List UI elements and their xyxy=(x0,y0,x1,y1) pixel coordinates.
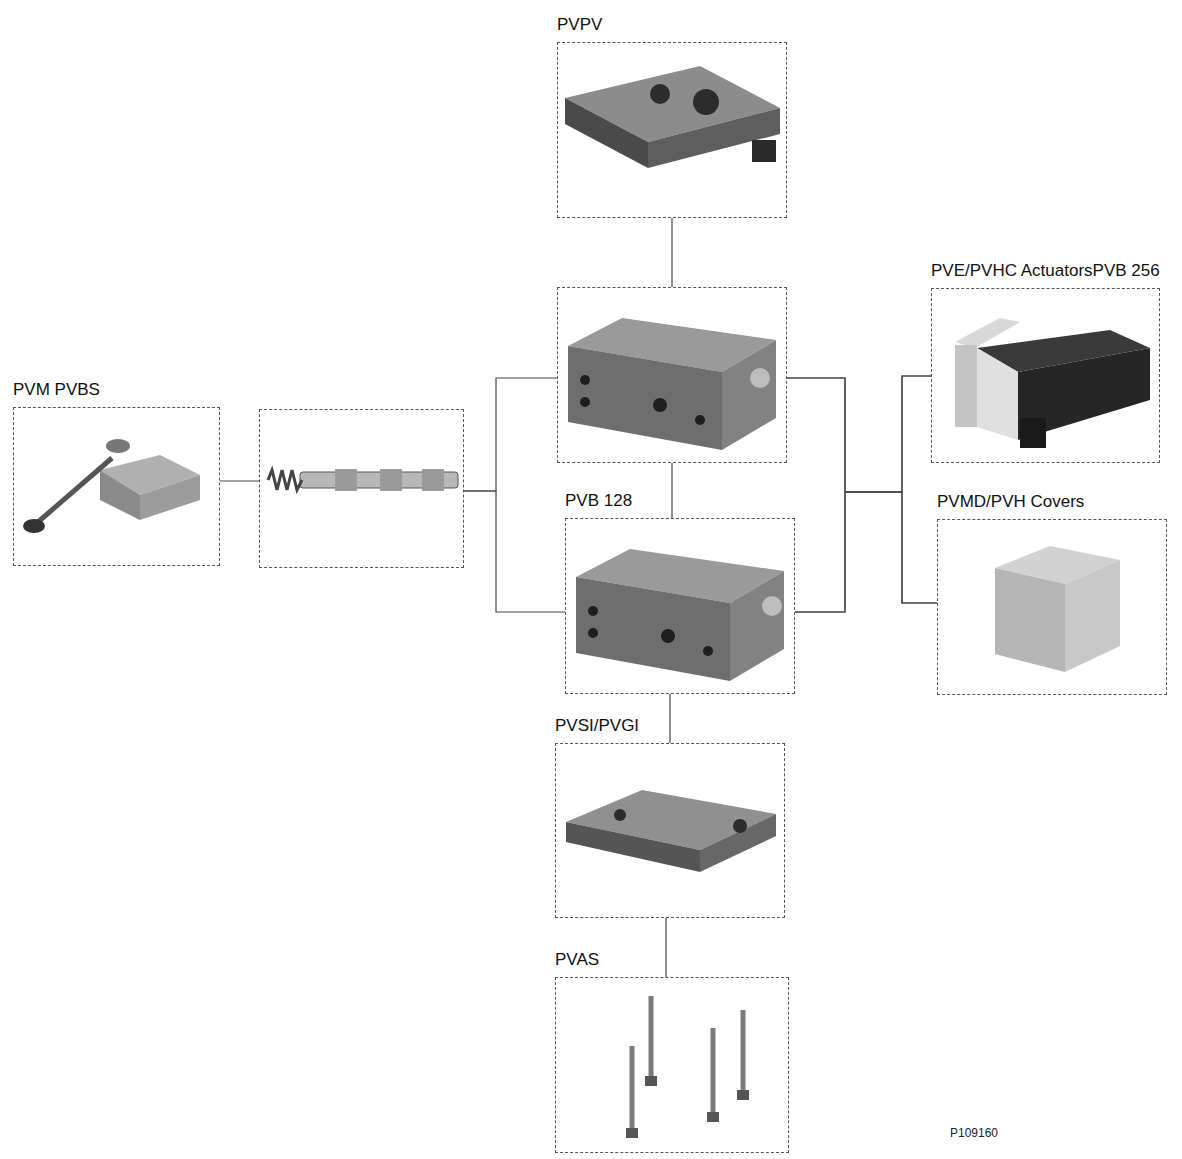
tie-bolt xyxy=(741,1010,746,1096)
cover-front xyxy=(995,568,1065,672)
actuator-front xyxy=(977,348,1018,440)
part-name: PVAS xyxy=(555,949,599,971)
lever-pivot xyxy=(106,439,130,453)
part-box: PVSI/PVGI xyxy=(555,743,785,918)
spool-land xyxy=(380,469,402,491)
valve-block-front xyxy=(576,577,730,681)
valve-block-side xyxy=(722,340,776,450)
part-name: PVPV xyxy=(557,14,602,36)
connector-line xyxy=(464,491,565,612)
figure-number: P109160 xyxy=(950,1126,998,1140)
port-hole xyxy=(653,398,667,412)
connector-line xyxy=(795,376,931,612)
port-hole xyxy=(733,819,747,833)
connector-line xyxy=(787,376,931,492)
connector xyxy=(1020,418,1046,448)
spool-land xyxy=(335,469,357,491)
port-hole xyxy=(580,397,590,407)
part-name: PVM PVBS xyxy=(13,379,100,401)
handle-base-side xyxy=(140,475,200,520)
part-name: PVSI/PVGI xyxy=(555,715,639,737)
connector-line xyxy=(787,378,937,603)
valve-block-side xyxy=(730,571,784,681)
connector xyxy=(752,140,776,162)
bolt-head xyxy=(626,1128,638,1138)
part-name: PVMD/PVH Covers xyxy=(937,491,1084,513)
plug xyxy=(762,596,782,616)
handle-base-front xyxy=(100,470,140,520)
connector-line xyxy=(665,918,666,977)
tie-bolt xyxy=(711,1028,716,1118)
valve-plate-side xyxy=(648,108,780,168)
part-name: PVB 128 xyxy=(565,490,632,512)
part-name: PVE/PVHC ActuatorsPVB 256 xyxy=(931,260,1160,282)
tie-bolt xyxy=(630,1046,635,1134)
connector-line xyxy=(671,463,672,518)
cover-side xyxy=(1065,560,1120,672)
port-hole xyxy=(650,84,670,104)
part-box: PVM PVBS xyxy=(13,407,220,566)
bolt-head xyxy=(645,1076,657,1086)
connector-line xyxy=(795,492,937,612)
end-plate-side xyxy=(700,814,776,872)
connector-line xyxy=(671,218,672,287)
lever-knob xyxy=(23,519,45,533)
tie-bolt xyxy=(649,996,654,1082)
part-box: PVE/PVHC ActuatorsPVB 256 xyxy=(931,288,1160,463)
part-box: PVMD/PVH Covers xyxy=(937,519,1167,695)
port-hole xyxy=(693,89,719,115)
connector-line xyxy=(669,694,670,743)
part-box: PVAS xyxy=(555,977,789,1153)
port-hole xyxy=(588,606,598,616)
part-box: PVB 128 xyxy=(565,518,795,694)
port-hole xyxy=(580,375,590,385)
valve-block-front xyxy=(568,346,722,450)
bolt-head xyxy=(737,1090,749,1100)
valve-plate-front xyxy=(565,98,648,168)
port-hole xyxy=(695,415,705,425)
bolt-head xyxy=(707,1112,719,1122)
part-box xyxy=(259,409,464,568)
spring xyxy=(268,470,302,490)
part-box: PVPV xyxy=(557,42,787,218)
port-hole xyxy=(661,629,675,643)
port-hole xyxy=(703,646,713,656)
port-hole xyxy=(588,628,598,638)
connector-line xyxy=(220,480,259,481)
connector-line xyxy=(464,378,557,491)
plug xyxy=(750,368,770,388)
end-plate-front xyxy=(566,822,700,872)
port-hole xyxy=(614,809,626,821)
spool-land xyxy=(422,469,444,491)
part-box xyxy=(557,287,787,463)
lever xyxy=(38,458,112,522)
actuator-housing xyxy=(955,345,977,427)
